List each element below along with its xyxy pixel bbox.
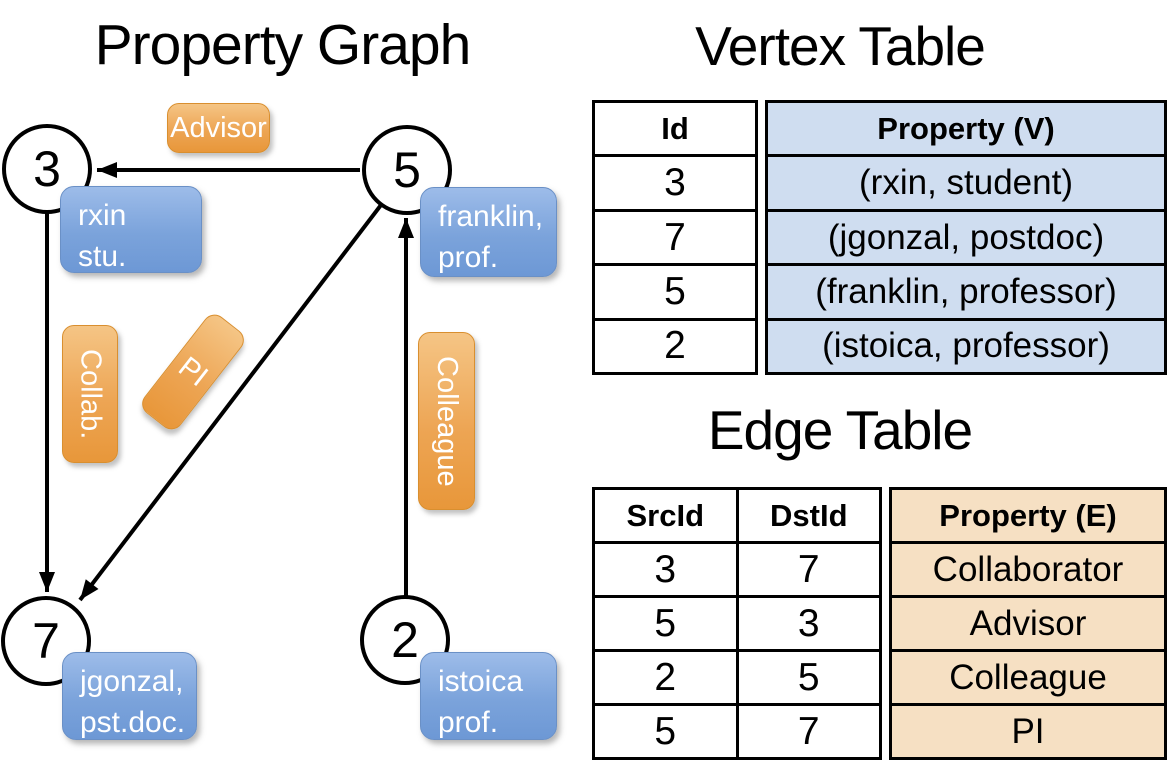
vertex-card-jgonzal: jgonzal, pst.doc. — [62, 652, 197, 740]
vertex-card-franklin-line2: prof. — [438, 241, 499, 274]
node-2: 2 — [360, 595, 450, 685]
edge-label-advisor: Advisor — [167, 103, 270, 153]
property-graph-title: Property Graph — [94, 13, 472, 77]
node-5: 5 — [362, 125, 452, 215]
table-cell: 5 — [595, 263, 755, 317]
table-row: 5 7 — [595, 703, 879, 757]
vertex-card-franklin-line1: franklin, — [438, 200, 544, 233]
table-cell: 5 — [595, 706, 739, 757]
table-cell: Collaborator — [892, 541, 1164, 595]
table-cell: (jgonzal, postdoc) — [768, 208, 1164, 263]
vertex-card-jgonzal-line2: pst.doc. — [80, 706, 186, 739]
vertex-table-id-column: Id 3 7 5 2 — [592, 100, 758, 375]
vertex-table-property-column: Property (V) (rxin, student) (jgonzal, p… — [765, 100, 1167, 375]
edge-label-colleague: Colleague — [418, 332, 475, 510]
table-cell: PI — [892, 703, 1164, 757]
edge-label-pi-text: PI — [172, 350, 214, 393]
edge-label-collab: Collab. — [62, 325, 118, 463]
table-cell: 2 — [595, 317, 755, 372]
edge-table-dstid-header: DstId — [770, 497, 848, 533]
table-row: 5 3 — [595, 595, 879, 649]
node-5-id: 5 — [393, 142, 421, 198]
edge-label-collab-text: Collab. — [74, 348, 107, 440]
table-cell: 5 — [797, 655, 820, 699]
vertex-table-property-header: Property (V) — [877, 110, 1055, 146]
table-cell: 2 — [595, 652, 739, 703]
table-cell: 5 — [595, 598, 739, 649]
table-cell: 3 — [595, 154, 755, 208]
table-cell: Colleague — [892, 649, 1164, 703]
edge-table-property-column: Property (E) Collaborator Advisor Collea… — [889, 487, 1167, 760]
vertex-card-rxin: rxin stu. — [60, 186, 202, 273]
vertex-card-franklin: franklin, prof. — [420, 187, 557, 277]
edge-table-property-header: Property (E) — [939, 497, 1117, 533]
table-cell: 3 — [797, 601, 820, 645]
edge-5-to-7-arrow — [78, 203, 383, 602]
edge-label-advisor-text: Advisor — [170, 111, 267, 144]
vertex-table-title: Vertex Table — [695, 15, 986, 77]
node-7-id: 7 — [32, 613, 60, 669]
table-cell: 7 — [797, 709, 820, 753]
table-cell: Advisor — [892, 595, 1164, 649]
vertex-card-rxin-line2: stu. — [78, 240, 127, 273]
table-cell: (istoica, professor) — [768, 317, 1164, 372]
edge-table-id-columns: SrcId DstId 3 7 5 3 2 5 5 7 — [592, 487, 882, 760]
vertex-card-istoica-line2: prof. — [438, 706, 499, 739]
table-row: 2 5 — [595, 649, 879, 703]
node-3-id: 3 — [33, 141, 61, 197]
edge-label-colleague-text: Colleague — [431, 355, 463, 487]
table-row: 3 7 — [595, 541, 879, 595]
table-cell: (franklin, professor) — [768, 263, 1164, 317]
edge-table-title: Edge Table — [707, 399, 973, 461]
vertex-card-jgonzal-line1: jgonzal, — [80, 665, 184, 698]
table-cell: (rxin, student) — [768, 154, 1164, 208]
vertex-card-rxin-line1: rxin — [78, 199, 127, 232]
graph-edges-layer — [39, 162, 414, 602]
table-header-row: SrcId DstId — [595, 490, 879, 541]
edge-table-srcid-header: SrcId — [595, 490, 739, 541]
vertex-table-id-header: Id — [661, 110, 689, 146]
table-cell: 7 — [797, 547, 820, 591]
vertex-card-istoica-line1: istoica — [438, 665, 524, 698]
table-cell: 7 — [595, 208, 755, 263]
node-2-id: 2 — [391, 612, 419, 668]
table-cell: 3 — [595, 544, 739, 595]
vertex-card-istoica: istoica prof. — [420, 652, 557, 740]
